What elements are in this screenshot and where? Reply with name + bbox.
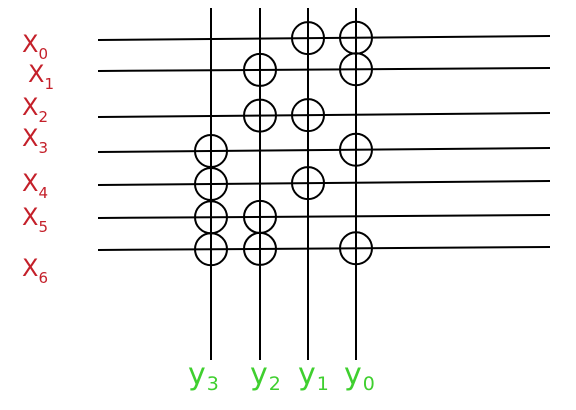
output-label-y3: y3 [188, 357, 219, 395]
output-label-subscript: 3 [207, 373, 219, 395]
input-label-subscript: 4 [38, 184, 48, 202]
output-lines [210, 8, 357, 360]
crosspoint-x1-y2 [243, 52, 277, 87]
input-label-x3: X3 [22, 124, 48, 157]
input-label-letter: X [22, 203, 38, 231]
output-label-y1: y1 [298, 357, 329, 395]
crosspoint-x4-y1 [291, 166, 325, 201]
input-label-letter: X [22, 30, 38, 58]
crosspoint-x6-y0 [339, 231, 373, 266]
input-label-subscript: 1 [44, 75, 54, 93]
input-label-letter: X [28, 60, 44, 88]
input-line-x1 [97, 67, 551, 72]
input-label-x6: X6 [22, 254, 48, 287]
crosspoint-x6-y2 [243, 231, 277, 266]
crosspoint-x0-y1 [291, 21, 325, 56]
input-label-letter: X [22, 254, 38, 282]
input-label-x1: X1 [28, 60, 54, 93]
crosspoint-x1-y0 [339, 52, 373, 87]
input-line-x3 [97, 147, 551, 153]
output-label-letter: y [344, 357, 362, 392]
input-line-x6 [97, 246, 551, 251]
input-label-subscript: 5 [38, 218, 48, 236]
output-label-subscript: 2 [269, 373, 281, 395]
input-label-subscript: 2 [38, 108, 48, 126]
input-label-subscript: 6 [38, 269, 48, 287]
output-label-letter: y [250, 357, 268, 392]
output-label-subscript: 0 [363, 373, 375, 395]
input-line-x5 [97, 214, 551, 219]
input-label-subscript: 3 [38, 139, 48, 157]
input-label-x2: X2 [22, 93, 48, 126]
crosspoints [194, 20, 373, 267]
input-label-x4: X4 [22, 169, 48, 202]
crosspoint-x3-y0 [339, 132, 373, 167]
crosspoint-x2-y2 [243, 98, 277, 133]
output-label-y0: y0 [344, 357, 375, 395]
crosspoint-x6-y3 [194, 232, 228, 267]
input-lines [97, 35, 551, 251]
input-label-letter: X [22, 93, 38, 121]
output-label-letter: y [298, 357, 316, 392]
output-label-letter: y [188, 357, 206, 392]
input-label-letter: X [22, 124, 38, 152]
output-label-y2: y2 [250, 357, 281, 395]
input-label-x0: X0 [22, 30, 48, 63]
crosspoint-x4-y3 [194, 167, 228, 201]
crosspoint-x2-y1 [291, 98, 325, 133]
input-label-letter: X [22, 169, 38, 197]
input-label-x5: X5 [22, 203, 48, 236]
input-label-subscript: 0 [38, 45, 48, 63]
output-label-subscript: 1 [317, 373, 329, 395]
